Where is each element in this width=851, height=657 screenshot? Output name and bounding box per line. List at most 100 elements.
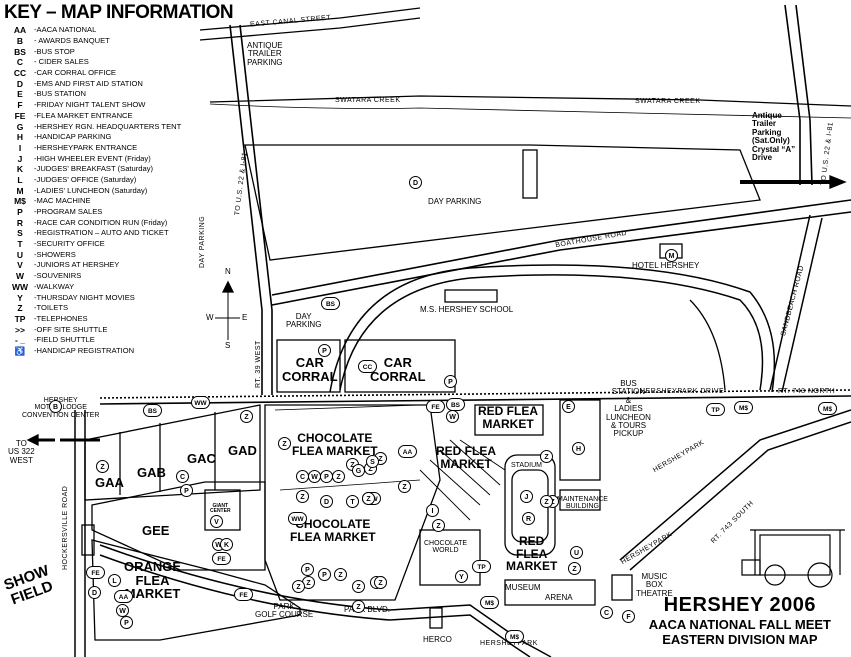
key-desc: -HIGH WHEELER EVENT (Friday) <box>34 153 151 163</box>
map-title-line2: AACA NATIONAL FALL MEET <box>648 617 831 632</box>
marker-i: I <box>426 504 439 517</box>
key-desc: -HANDICAP PARKING <box>34 132 112 142</box>
day-parking-label: DAY PARKING <box>428 197 482 206</box>
key-row: S -REGISTRATION – AUTO AND TICKET <box>6 228 196 239</box>
key-desc: -HANDICAP REGISTRATION <box>34 345 135 355</box>
key-code: J <box>17 153 23 164</box>
key-row: >>-OFF SITE SHUTTLE <box>6 324 196 335</box>
marker-z: Z <box>540 450 553 463</box>
key-code: S <box>17 228 23 239</box>
chocolate-flea-market-1-label: CHOCOLATE FLEA MARKET <box>292 431 378 458</box>
key-code: FE <box>14 110 26 121</box>
marker-p: P <box>318 344 331 357</box>
marker-fe: FE <box>86 566 105 579</box>
key-code: I <box>18 142 22 153</box>
key-desc: -SOUVENIRS <box>34 271 82 281</box>
key-desc: -JUNIORS AT HERSHEY <box>34 260 120 270</box>
key-row: U -SHOWERS <box>6 249 196 260</box>
key-row: B- AWARDS BANQUET <box>6 36 196 47</box>
marker-z: Z <box>278 437 291 450</box>
key-row: M$-MAC MACHINE <box>6 196 196 207</box>
key-code: CC <box>13 68 27 79</box>
key-code: B <box>16 36 24 47</box>
key-row: P-PROGRAM SALES <box>6 207 196 218</box>
music-box-theatre-label: MUSIC BOX THEATRE <box>636 572 673 598</box>
key-code: D <box>16 78 24 89</box>
antique-trailer-parking-label: ANTIQUE TRAILER PARKING <box>247 41 283 67</box>
marker-p: P <box>444 375 457 388</box>
key-code: L <box>17 174 23 185</box>
marker-v: V <box>210 515 223 528</box>
marker-z: Z <box>302 576 315 589</box>
marker-p: P <box>318 568 331 581</box>
key-desc: -HERSHEY RGN. HEADQUARTERS TENT <box>34 121 182 131</box>
marker-aa: AA <box>114 590 133 603</box>
key-code: V <box>17 260 23 271</box>
marker-bs: BS <box>446 398 465 411</box>
key-row: Z -TOILETS <box>6 303 196 314</box>
marker-z: Z <box>352 580 365 593</box>
key-code: - _ <box>15 335 25 346</box>
key-row: M-LADIES' LUNCHEON (Saturday) <box>6 185 196 196</box>
marker-t: T <box>346 495 359 508</box>
day-parking-vertical-label: DAY PARKING <box>199 215 206 268</box>
key-desc: -BUS STOP <box>34 46 75 56</box>
key-code: W <box>15 271 25 282</box>
key-desc: -OFF SITE SHUTTLE <box>34 324 108 334</box>
rt39-label: RT. 39 WEST <box>255 340 262 388</box>
red-flea-market-1-label: RED FLEA MARKET <box>478 404 538 431</box>
key-row: BS -BUS STOP <box>6 46 196 57</box>
key-code: R <box>16 217 24 228</box>
key-code: C <box>16 57 24 68</box>
red-flea-market-2-label: RED FLEA MARKET <box>436 444 496 471</box>
arena-label: ARENA <box>545 593 573 602</box>
marker-d: D <box>320 495 333 508</box>
gee-label: GEE <box>142 523 170 538</box>
key-desc: -CAR CORRAL OFFICE <box>34 68 116 78</box>
key-code: K <box>16 164 24 175</box>
car-corral-1-label: CAR CORRAL <box>282 355 338 384</box>
marker-z: Z <box>374 576 387 589</box>
gab-label: GAB <box>137 465 166 480</box>
gad-label: GAD <box>228 443 257 458</box>
marker-p: P <box>180 484 193 497</box>
marker-ms: M$ <box>734 401 753 414</box>
marker-e: E <box>562 400 575 413</box>
key-code: M <box>16 185 24 196</box>
marker-aa: AA <box>398 445 417 458</box>
key-desc: -SHOWERS <box>34 249 76 259</box>
key-code: Z <box>17 303 23 314</box>
key-code: Y <box>17 292 23 303</box>
marker-z: Z <box>540 495 553 508</box>
marker-bs: BS <box>321 297 340 310</box>
marker-fe: FE <box>426 400 445 413</box>
key-desc: -FIELD SHUTTLE <box>34 335 95 345</box>
key-row: W -SOUVENIRS <box>6 271 196 282</box>
key-row: D-EMS AND FIRST AID STATION <box>6 78 196 89</box>
key-code: BS <box>14 46 26 57</box>
marker-r: R <box>522 512 535 525</box>
key-desc: -THURSDAY NIGHT MOVIES <box>34 292 135 302</box>
key-row: AA-AACA NATIONAL <box>6 25 196 36</box>
key-code: U <box>16 249 24 260</box>
key-desc: -MAC MACHINE <box>34 196 91 206</box>
map-title-line1: HERSHEY 2006 <box>663 594 817 616</box>
compass-s: S <box>225 341 231 350</box>
marker-w: W <box>446 410 459 423</box>
swatara-creek-label-2: SWATARA CREEK <box>635 98 701 105</box>
key-row: J -HIGH WHEELER EVENT (Friday) <box>6 153 196 164</box>
rt743-north-label: RT. 743 NORTH <box>778 388 836 395</box>
key-row: Y -THURSDAY NIGHT MOVIES <box>6 292 196 303</box>
key-desc: -REGISTRATION – AUTO AND TICKET <box>34 228 169 238</box>
marker-y: Y <box>455 570 468 583</box>
giant-center-label: GIANT CENTER <box>210 503 231 515</box>
key-code: WW <box>11 281 29 292</box>
key-desc: -WALKWAY <box>34 281 75 291</box>
museum-label: MUSEUM <box>505 583 541 592</box>
marker-bs: BS <box>143 404 162 417</box>
maintenance-building-label: MAINTENANCE BUILDING <box>557 496 608 511</box>
chocolate-world-label: CHOCOLATE WORLD <box>424 540 468 555</box>
key-desc: -TOILETS <box>34 303 69 313</box>
gaa-label: GAA <box>95 475 124 490</box>
